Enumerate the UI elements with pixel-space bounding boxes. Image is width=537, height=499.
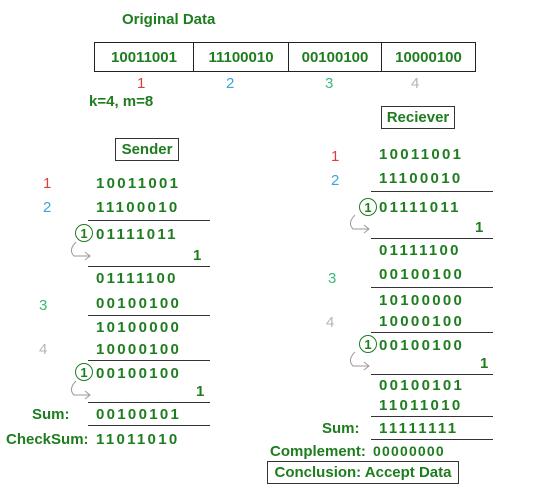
receiver-sum-label: Sum: — [322, 420, 360, 437]
sender-checksum-label: CheckSum: — [6, 431, 89, 448]
sender-row-7: 10000100 — [96, 341, 182, 358]
sender-checksum-value: 11011010 — [96, 431, 180, 448]
receiver-row-3: 01111011 — [379, 199, 461, 216]
receiver-plus-2: 1 — [480, 355, 491, 372]
sender-sum-line-4 — [88, 360, 210, 361]
sender-index-1: 1 — [43, 175, 52, 192]
original-cell-2: 11100010 — [194, 43, 289, 71]
sender-index-4: 4 — [39, 341, 48, 358]
receiver-row-7: 10000100 — [379, 313, 465, 330]
receiver-plus-1: 1 — [475, 219, 486, 236]
original-cell-1: 10011001 — [95, 43, 194, 71]
sender-sum-line-2 — [88, 266, 210, 267]
sender-row-3: 01111011 — [96, 226, 178, 243]
receiver-row-1: 10011001 — [379, 146, 464, 163]
sender-sum-line-1 — [88, 220, 210, 221]
receiver-carry-arrow-1 — [349, 214, 370, 234]
original-index-3: 3 — [325, 75, 334, 92]
receiver-row-8: 00100100 — [379, 337, 465, 354]
receiver-complement-label: Complement: — [270, 443, 366, 460]
sender-carry-1: 1 — [75, 224, 93, 242]
receiver-row-9: 00100101 — [379, 377, 465, 394]
original-cell-4: 10000100 — [395, 48, 462, 66]
receiver-sum-line-6 — [371, 416, 493, 417]
sender-carry-arrow-1 — [70, 241, 91, 261]
original-index-4: 4 — [411, 75, 420, 92]
sender-row-6: 10100000 — [96, 319, 182, 336]
sender-plus-1: 1 — [193, 247, 204, 264]
receiver-sum-line-1 — [371, 191, 493, 192]
sender-index-2: 2 — [43, 199, 52, 216]
sender-row-4: 01111100 — [96, 270, 178, 287]
sender-plus-2: 1 — [196, 383, 207, 400]
sender-sum-value: 00100101 — [96, 406, 182, 423]
receiver-sum-line-7 — [371, 439, 493, 440]
receiver-row-5: 00100100 — [379, 266, 465, 283]
sender-index-3: 3 — [39, 297, 48, 314]
sender-row-1: 10011001 — [96, 175, 181, 192]
receiver-sum-value: 11111111 — [379, 420, 459, 437]
receiver-complement-value: 00000000 — [373, 443, 445, 459]
conclusion-box: Conclusion: Accept Data — [267, 461, 459, 484]
receiver-heading: Reciever — [381, 106, 455, 129]
receiver-index-1: 1 — [331, 148, 340, 165]
receiver-index-2: 2 — [331, 172, 340, 189]
receiver-sum-line-3 — [371, 287, 493, 288]
receiver-sum-line-5 — [371, 374, 493, 375]
receiver-carry-2: 1 — [359, 335, 377, 353]
sender-sum-line-5 — [88, 402, 210, 403]
sender-row-5: 00100100 — [96, 295, 182, 312]
receiver-row-6: 10100000 — [379, 292, 465, 309]
receiver-index-3: 3 — [328, 270, 337, 287]
sender-carry-2: 1 — [75, 363, 93, 381]
receiver-carry-arrow-2 — [349, 351, 370, 371]
original-data-table: 10011001 11100010 00100100 10000100 — [94, 42, 476, 72]
sender-heading: Sender — [115, 138, 179, 161]
page-title: Original Data — [122, 11, 216, 28]
receiver-row-4: 01111100 — [379, 242, 461, 259]
original-index-2: 2 — [226, 75, 235, 92]
sender-carry-arrow-2 — [70, 380, 91, 400]
receiver-row-2: 11100010 — [379, 170, 463, 187]
sender-row-2: 11100010 — [96, 199, 180, 216]
receiver-sum-line-4 — [371, 332, 493, 333]
receiver-index-4: 4 — [326, 314, 335, 331]
sender-sum-line-6 — [88, 425, 210, 426]
sender-row-8: 00100100 — [96, 365, 182, 382]
original-index-1: 1 — [137, 75, 146, 92]
params-label: k=4, m=8 — [89, 93, 154, 110]
sender-sum-label: Sum: — [32, 406, 70, 423]
receiver-sum-line-2 — [371, 238, 493, 239]
sender-sum-line-3 — [88, 315, 210, 316]
receiver-row-10: 11011010 — [379, 397, 463, 414]
receiver-carry-1: 1 — [359, 198, 377, 216]
original-cell-3: 00100100 — [289, 43, 382, 71]
